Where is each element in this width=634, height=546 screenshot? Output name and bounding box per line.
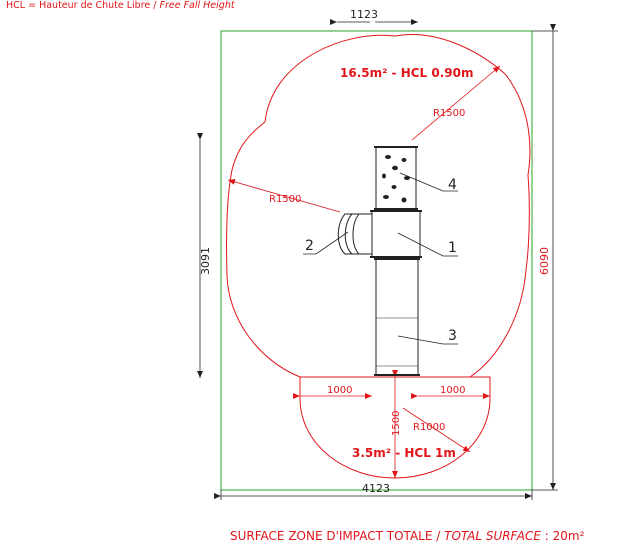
- part-1-leader: [397, 232, 458, 257]
- top-dimension-label: 1123: [350, 8, 378, 21]
- total-surface-caption: SURFACE ZONE D'IMPACT TOTALE / TOTAL SUR…: [230, 529, 584, 543]
- equipment-structure: [337, 146, 422, 376]
- platform: [371, 210, 421, 258]
- hcl-legend: HCL = Hauteur de Chute Libre / Free Fall…: [6, 0, 235, 11]
- lower-left-dimension-label: 1000: [327, 385, 352, 396]
- part-label-2: 2: [305, 238, 314, 254]
- total-surface-value: : 20m²: [540, 529, 585, 543]
- slide: [375, 258, 419, 376]
- part-label-3: 3: [448, 328, 457, 344]
- hcl-equals: =: [25, 0, 40, 11]
- hcl-separator: /: [150, 0, 160, 11]
- hcl-abbr: HCL: [6, 0, 26, 11]
- lower-depth-dimension-label: 1500: [391, 411, 402, 436]
- top-radius-label: R1500: [433, 108, 465, 119]
- hcl-french: Hauteur de Chute Libre: [39, 0, 151, 11]
- total-surface-english: TOTAL SURFACE: [444, 529, 541, 543]
- left-radius-label: R1500: [269, 194, 301, 205]
- side-entry: [337, 213, 372, 255]
- lower-right-dimension-label: 1000: [440, 385, 465, 396]
- lower-radius-line: [402, 407, 471, 453]
- main-impact-zone-outline: [226, 34, 531, 378]
- lower-radius-label: R1000: [413, 422, 445, 433]
- total-surface-french: SURFACE ZONE D'IMPACT TOTALE: [230, 529, 433, 543]
- left-radius-line: [227, 179, 341, 213]
- part-4-leader: [399, 172, 458, 192]
- part-3-leader: [397, 335, 458, 345]
- part-label-4: 4: [448, 177, 457, 193]
- total-surface-separator: /: [432, 529, 445, 543]
- right-dimension-label: 6090: [538, 247, 551, 275]
- hcl-english: Free Fall Height: [159, 0, 235, 11]
- left-dimension-label: 3091: [199, 247, 212, 275]
- boundary-rectangle: [220, 30, 533, 491]
- bottom-dimension-label: 4123: [362, 482, 390, 495]
- part-label-1: 1: [448, 240, 457, 256]
- top-radius-line: [411, 65, 501, 141]
- part-2-leader: [303, 231, 349, 255]
- main-zone-label: 16.5m² - HCL 0.90m: [340, 66, 474, 80]
- climbing-holds: [382, 155, 410, 203]
- lower-zone-label: 3.5m² - HCL 1m: [352, 446, 456, 460]
